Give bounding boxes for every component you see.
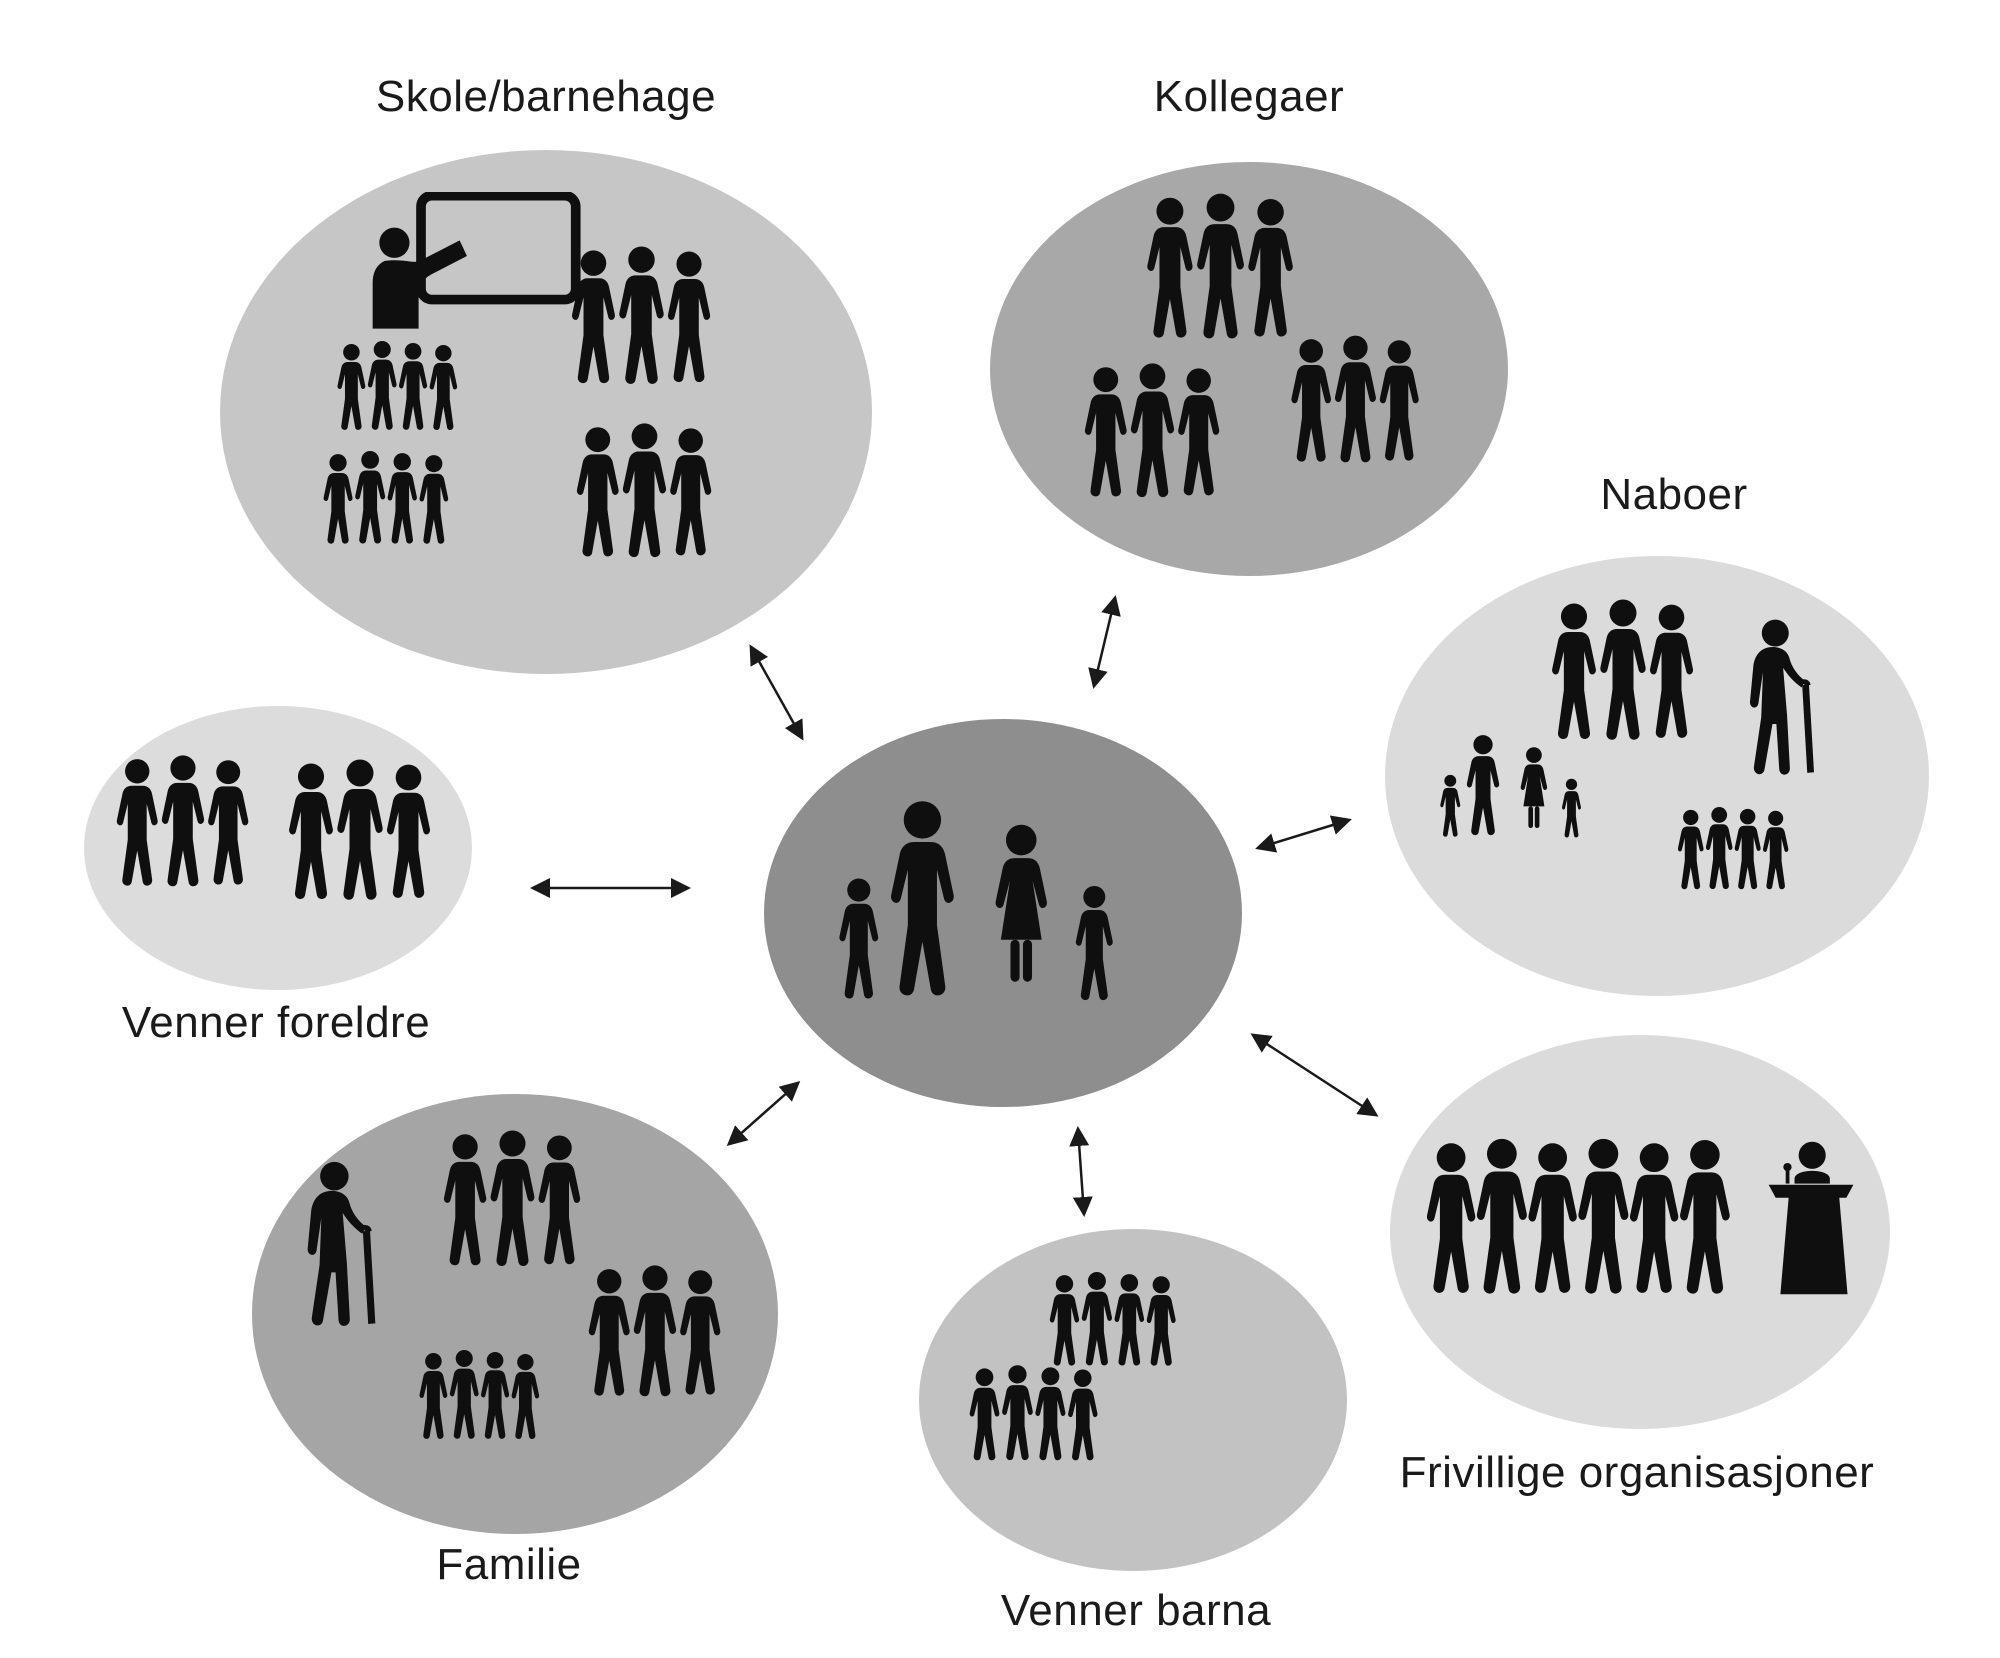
node-label-skole-barnehage: Skole/barnehage <box>375 72 717 121</box>
arrow-center-skole <box>749 644 804 741</box>
three-adults-icon <box>582 1264 727 1404</box>
arrow-center-venner-barna <box>1069 1126 1093 1217</box>
arrow-center-frivillige <box>1250 1033 1379 1117</box>
node-skole-barnehage <box>220 150 872 674</box>
node-label-venner-barna: Venner barna <box>1000 1586 1272 1635</box>
node-label-frivillige-organisasjoner: Frivillige organisasjoner <box>1399 1448 1875 1497</box>
node-naboer <box>1385 556 1929 996</box>
node-label-kollegaer: Kollegaer <box>1153 72 1345 121</box>
three-adults-icon <box>1545 598 1700 748</box>
three-adults-icon <box>110 754 255 894</box>
node-center-family <box>764 719 1242 1107</box>
node-venner-barna <box>919 1229 1347 1571</box>
node-label-naboer: Naboer <box>1600 470 1748 519</box>
node-kollegaer <box>990 162 1508 576</box>
node-label-venner-foreldre: Venner foreldre <box>121 998 431 1047</box>
three-adults-icon <box>437 1129 587 1274</box>
speaker-podium-icon <box>1745 1140 1857 1299</box>
arrow-center-kollegaer <box>1088 595 1121 689</box>
family-icon <box>833 799 1173 1007</box>
four-children-icon <box>318 450 476 550</box>
adults-row-icon <box>1418 1137 1738 1303</box>
family-icon <box>1437 734 1612 841</box>
node-familie <box>252 1094 778 1534</box>
four-children-icon <box>332 340 484 436</box>
node-venner-foreldre <box>84 706 472 990</box>
three-adults-icon <box>282 758 437 908</box>
three-adults-icon <box>570 422 718 565</box>
four-children-icon <box>414 1349 566 1445</box>
four-children-icon <box>1673 806 1813 895</box>
arrow-center-naboer <box>1255 815 1352 853</box>
three-adults-icon <box>1078 362 1226 505</box>
node-frivillige-organisasjoner <box>1390 1035 1890 1429</box>
four-children-icon <box>1044 1271 1204 1372</box>
three-adults-icon <box>1140 192 1300 347</box>
elderly-person-icon <box>1737 614 1827 788</box>
four-children-icon <box>964 1364 1126 1467</box>
three-adults-icon <box>565 245 717 392</box>
arrow-center-familie <box>726 1081 801 1146</box>
elderly-person-icon <box>294 1156 389 1340</box>
node-label-familie: Familie <box>436 1540 582 1589</box>
teacher-whiteboard-icon <box>370 192 582 331</box>
three-adults-icon <box>1285 334 1425 470</box>
